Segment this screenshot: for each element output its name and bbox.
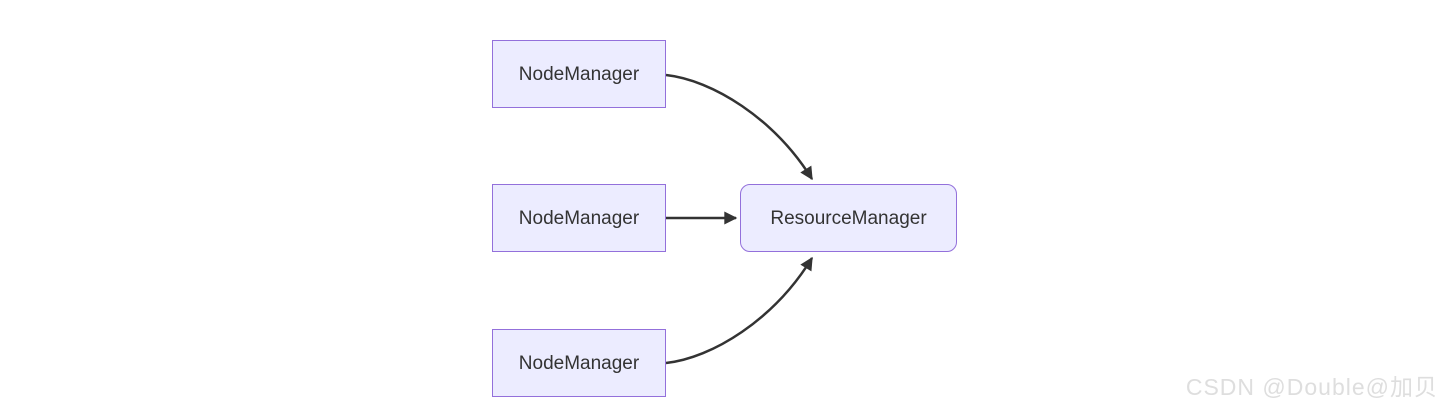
node-nodemanager-3-label: NodeManager — [518, 352, 640, 374]
node-resourcemanager: ResourceManager — [740, 184, 957, 252]
edge-nodemanager1-to-resourcemanager — [665, 73, 814, 181]
node-nodemanager-1: NodeManager — [492, 40, 666, 108]
watermark-text: CSDN @Double@加贝 — [1185, 374, 1438, 400]
node-resourcemanager-label: ResourceManager — [770, 207, 927, 229]
edge-nodemanager3-to-resourcemanager — [665, 256, 814, 365]
node-nodemanager-3: NodeManager — [492, 329, 666, 397]
node-nodemanager-2-label: NodeManager — [518, 207, 640, 229]
node-nodemanager-1-label: NodeManager — [518, 63, 640, 85]
node-nodemanager-2: NodeManager — [492, 184, 666, 252]
